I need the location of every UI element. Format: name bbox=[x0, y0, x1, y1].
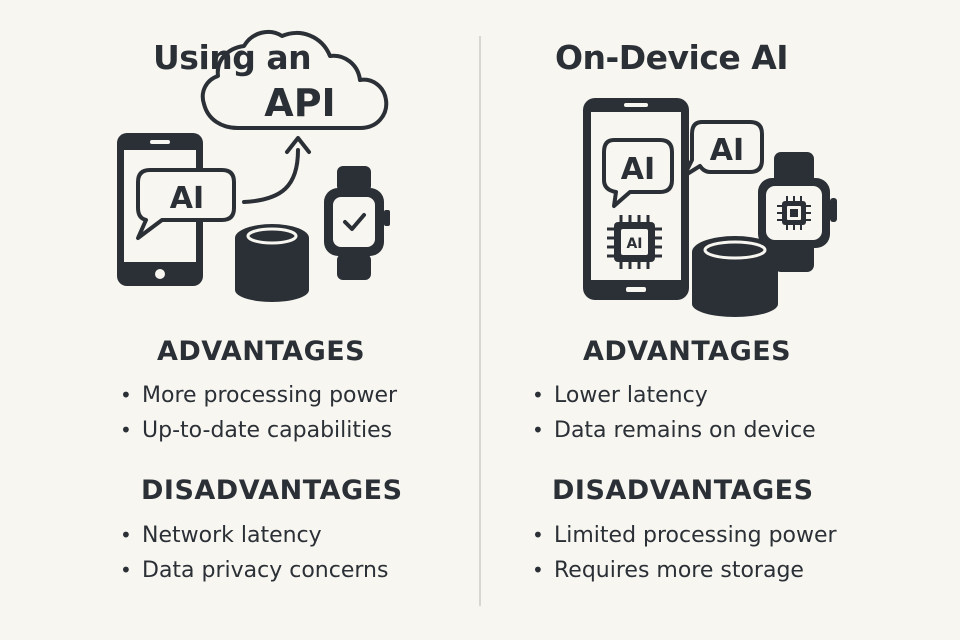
api-advantages-heading: ADVANTAGES bbox=[157, 336, 366, 367]
list-item: Up-to-date capabilities bbox=[120, 413, 397, 448]
ai-chip-icon bbox=[777, 196, 811, 230]
api-column: Using an API AI bbox=[0, 0, 480, 640]
cloud-icon: API bbox=[200, 29, 389, 130]
api-title: Using an bbox=[153, 38, 312, 77]
smartwatch-icon bbox=[324, 166, 390, 280]
api-disadvantages-heading: DISADVANTAGES bbox=[141, 475, 403, 506]
ai-chip-icon: AI bbox=[607, 215, 662, 269]
list-item: Limited processing power bbox=[532, 518, 837, 553]
phone-icon bbox=[583, 98, 689, 300]
api-advantages-list: More processing power Up-to-date capabil… bbox=[120, 378, 397, 448]
list-item: Data privacy concerns bbox=[120, 553, 388, 588]
column-divider bbox=[479, 36, 481, 606]
smart-speaker-icon bbox=[235, 224, 309, 302]
on-device-illustration: AI AI AI bbox=[583, 98, 837, 317]
on-device-advantages-list: Lower latency Data remains on device bbox=[532, 378, 816, 448]
api-disadvantages-list: Network latency Data privacy concerns bbox=[120, 518, 388, 588]
api-illustration: API AI bbox=[117, 29, 390, 302]
on-device-disadvantages-list: Limited processing power Requires more s… bbox=[532, 518, 837, 588]
chip-label: AI bbox=[626, 236, 642, 252]
phone-bubble-label: AI bbox=[621, 152, 655, 187]
on-device-column: On-Device AI AI AI bbox=[480, 0, 960, 640]
upload-arrow-icon bbox=[242, 136, 311, 204]
list-item: Lower latency bbox=[532, 378, 816, 413]
list-item: Requires more storage bbox=[532, 553, 837, 588]
smart-speaker-icon bbox=[692, 236, 778, 317]
speech-bubble-icon: AI bbox=[602, 138, 674, 208]
checkmark-icon bbox=[343, 213, 366, 231]
on-device-advantages-heading: ADVANTAGES bbox=[583, 336, 792, 367]
speech-bubble-icon: AI bbox=[682, 120, 764, 178]
on-device-title: On-Device AI bbox=[555, 38, 789, 77]
cloud-label: API bbox=[264, 81, 335, 125]
side-bubble-label: AI bbox=[710, 133, 744, 168]
list-item: More processing power bbox=[120, 378, 397, 413]
smartwatch-icon bbox=[758, 152, 837, 272]
bubble-label: AI bbox=[170, 181, 204, 216]
list-item: Network latency bbox=[120, 518, 388, 553]
list-item: Data remains on device bbox=[532, 413, 816, 448]
on-device-disadvantages-heading: DISADVANTAGES bbox=[552, 475, 814, 506]
speech-bubble-icon: AI bbox=[136, 168, 236, 240]
